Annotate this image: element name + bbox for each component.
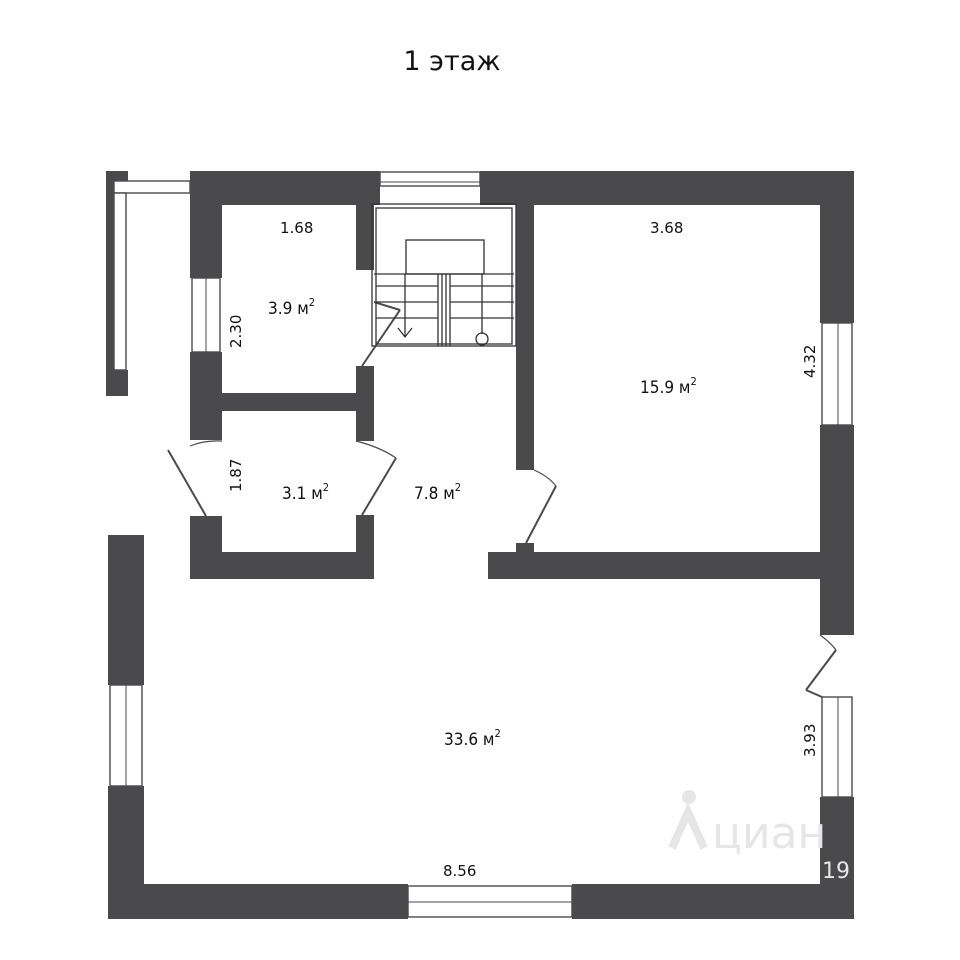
watermark: циан 19 (668, 790, 850, 884)
dim-living-width: 8.56 (443, 862, 476, 880)
staircase (371, 203, 517, 347)
dim-bedroom-height: 4.32 (801, 345, 819, 378)
watermark-number: 19 (822, 859, 850, 884)
dim-bedroom-width: 3.68 (650, 219, 683, 237)
dim-bath-width: 1.68 (280, 219, 313, 237)
dim-bath-height: 2.30 (227, 315, 245, 348)
room-area-living: 33.6 м2 (444, 727, 501, 750)
floor-title: 1 этаж (403, 46, 500, 77)
doors (167, 301, 837, 698)
room-area-hall: 7.8 м2 (414, 481, 461, 504)
room-area-wc: 3.1 м2 (282, 481, 329, 504)
windows (109, 171, 853, 918)
walls (106, 171, 854, 919)
dim-living-height: 3.93 (801, 724, 819, 757)
room-area-bedroom: 15.9 м2 (640, 375, 697, 398)
dim-wc-height: 1.87 (227, 459, 245, 492)
circle-marker-icon (475, 332, 489, 346)
watermark-text: циан (712, 808, 826, 859)
room-area-bath: 3.9 м2 (268, 296, 315, 319)
